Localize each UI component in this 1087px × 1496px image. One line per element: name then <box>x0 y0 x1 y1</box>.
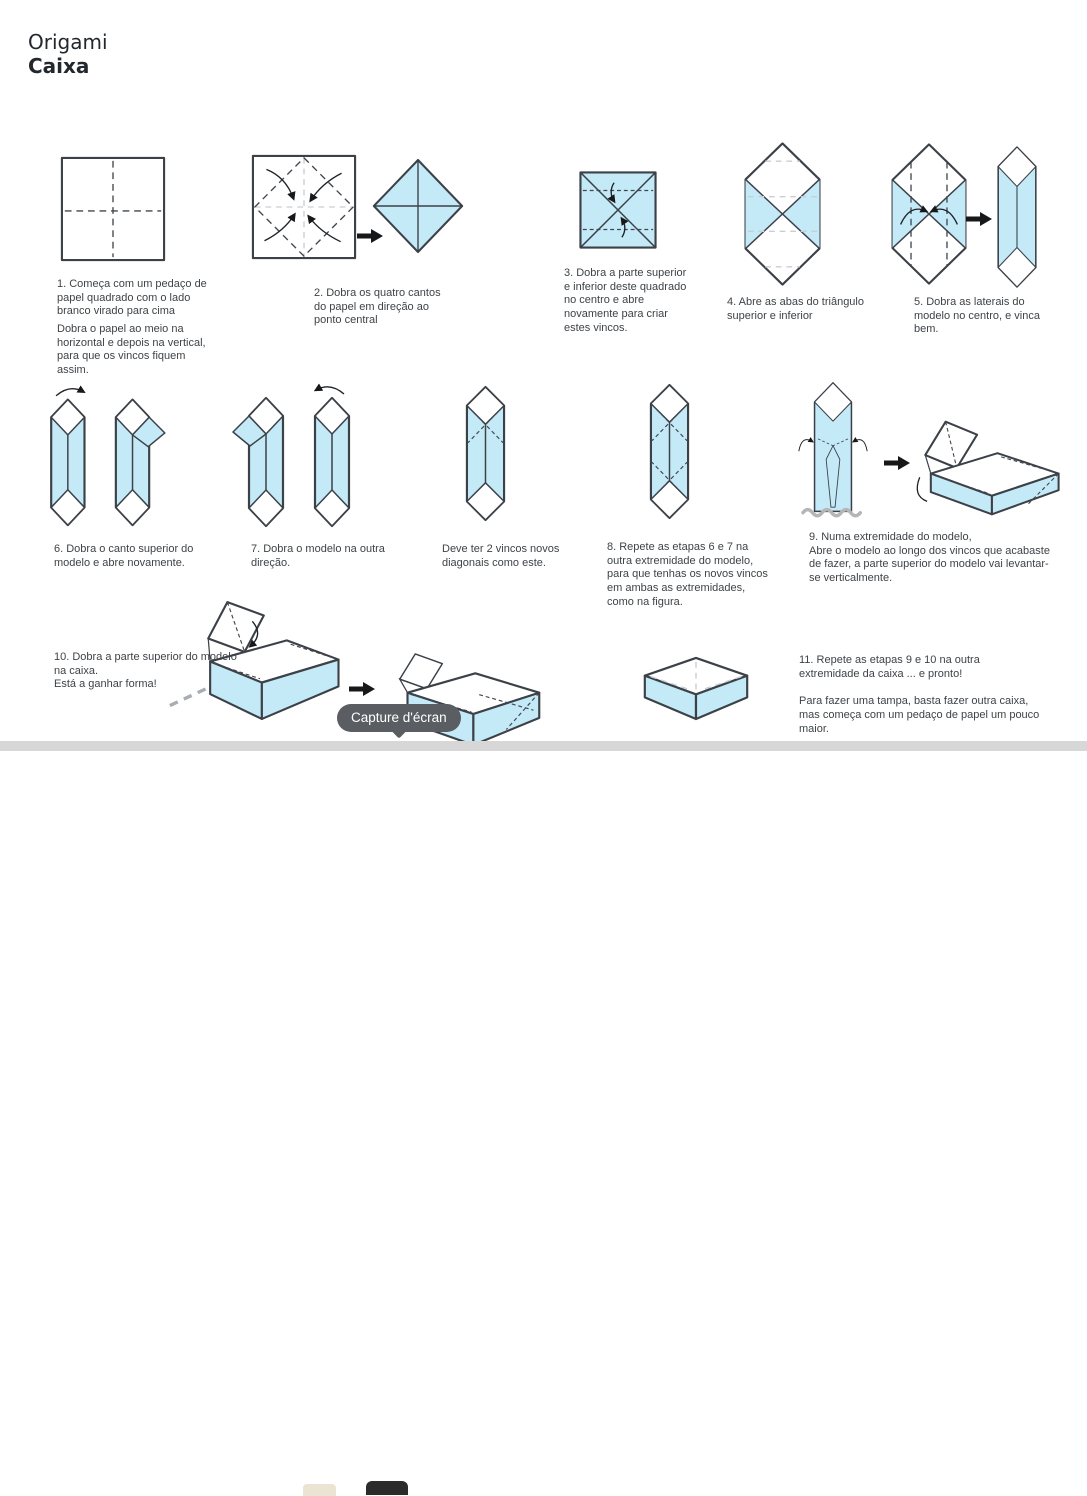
step-transition-arrow-icon <box>884 456 910 470</box>
step-transition-arrow-icon <box>966 212 992 226</box>
step-7-note: Deve ter 2 vincos novos diagonais como e… <box>442 543 560 569</box>
step-6-caption: 6. Dobra o canto superior do modelo e ab… <box>54 543 194 569</box>
dock-bar <box>0 741 1087 1496</box>
step-4-caption: 4. Abre as abas do triângulo superior e … <box>727 296 864 322</box>
step-1-diagram <box>60 156 166 262</box>
step-11-diagram <box>643 656 749 721</box>
step-2-diagram <box>251 154 357 260</box>
step-10-diagram <box>169 601 340 721</box>
dock-icon-light[interactable] <box>303 1484 336 1496</box>
screenshot-tooltip[interactable]: Capture d'écran <box>337 704 461 739</box>
step-2-result-diagram <box>372 158 464 254</box>
step-transition-arrow-icon <box>357 229 383 243</box>
page-header: Origami Caixa <box>28 30 108 78</box>
step-8-caption: 8. Repete as etapas 6 e 7 na outra extre… <box>607 541 768 608</box>
step-10-result-diagram <box>398 653 541 747</box>
guide-line <box>169 652 282 708</box>
step-7-diagram <box>232 383 351 528</box>
step-transition-arrow-icon <box>349 682 375 696</box>
step-7-caption: 7. Dobra o modelo na outra direção. <box>251 543 385 569</box>
step-11-caption: 11. Repete as etapas 9 e 10 na outra ext… <box>799 654 1040 735</box>
step-7-note-diagram <box>465 385 506 522</box>
dock-icon-dark[interactable] <box>366 1481 408 1495</box>
step-3-diagram <box>579 171 657 249</box>
step-5-diagram <box>891 143 967 285</box>
page-subtitle: Caixa <box>28 54 90 78</box>
step-8-diagram <box>649 383 690 520</box>
step-3-caption: 3. Dobra a parte superior e inferior des… <box>564 267 687 334</box>
step-4-diagram <box>744 142 821 286</box>
step-9-result-diagram <box>916 420 1060 516</box>
step-1-caption: 1. Começa com um pedaço de papel quadrad… <box>57 278 207 376</box>
step-2-caption: 2. Dobra os quatro cantos do papel em di… <box>314 287 441 327</box>
page-title: Origami <box>28 30 108 54</box>
step-10-caption: 10. Dobra a parte superior do modelo na … <box>54 651 237 691</box>
step-5-result-diagram <box>997 146 1037 288</box>
step-9-caption: 9. Numa extremidade do modelo, Abre o mo… <box>809 531 1050 584</box>
step-6-diagram <box>50 385 166 527</box>
step-5-caption: 5. Dobra as laterais do modelo no centro… <box>914 296 1040 336</box>
step-9-diagram <box>798 382 868 518</box>
torn-edge-wave <box>801 507 863 518</box>
screenshot-tooltip-label: Capture d'écran <box>351 710 447 725</box>
